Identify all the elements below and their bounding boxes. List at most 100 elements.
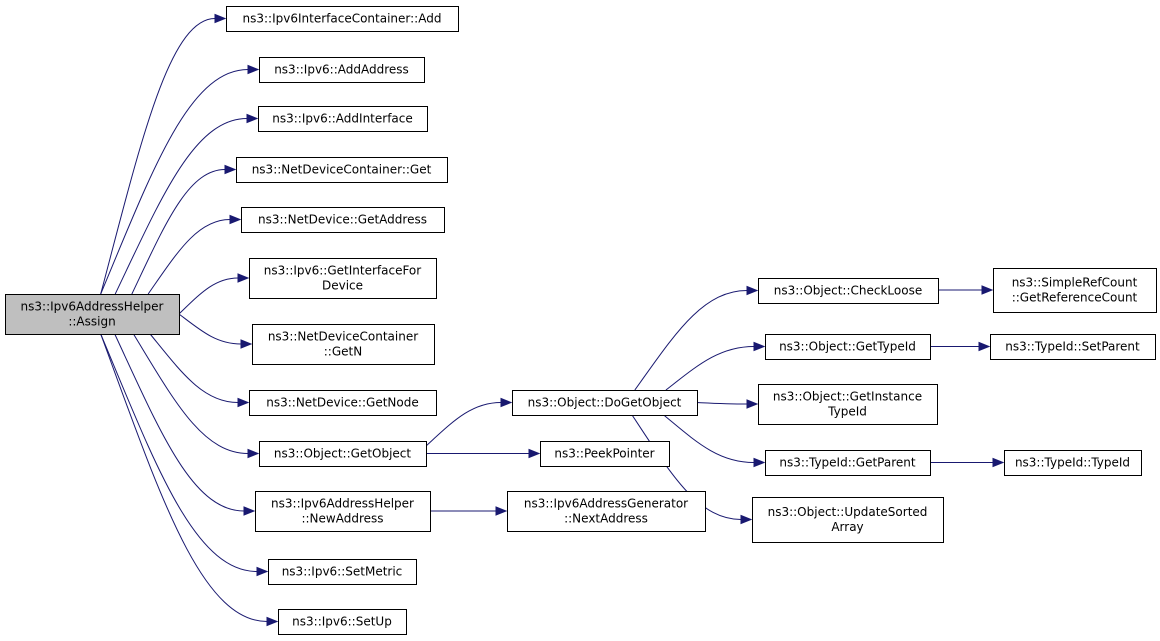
edge-line — [425, 402, 502, 447]
edge-arrowhead — [753, 457, 766, 468]
node-box[interactable] — [758, 384, 938, 425]
node-label: ns3::Object::GetObject — [274, 447, 412, 461]
node-box[interactable] — [765, 334, 931, 360]
node-newaddress[interactable]: ns3::Ipv6AddressHelper::NewAddress — [255, 491, 431, 532]
node-box[interactable] — [5, 294, 180, 335]
edge-line — [178, 313, 242, 345]
edge-line — [178, 277, 239, 315]
edge-assign-to-getobject — [133, 333, 260, 459]
node-label: ns3::Ipv6::SetUp — [292, 615, 392, 629]
node-box[interactable] — [259, 57, 425, 83]
node-label: Array — [831, 520, 863, 534]
edge-assign-to-ic_add — [100, 13, 227, 295]
node-label: Device — [322, 279, 363, 293]
node-label: ns3::Ipv6AddressHelper — [21, 300, 164, 314]
edge-getobject-to-dogetobject — [425, 397, 513, 447]
edge-line — [149, 333, 239, 403]
node-getobject[interactable]: ns3::Object::GetObject — [259, 441, 427, 467]
node-label: ns3::Ipv6AddressHelper — [271, 497, 414, 511]
edge-line — [114, 333, 245, 512]
node-label: ns3::TypeId::GetParent — [779, 456, 915, 470]
node-box[interactable] — [752, 497, 944, 543]
node-nextaddress[interactable]: ns3::Ipv6AddressGenerator::NextAddress — [507, 491, 706, 532]
node-box[interactable] — [249, 390, 437, 416]
node-label: ::NewAddress — [301, 512, 383, 526]
node-box[interactable] — [278, 609, 407, 635]
edge-line — [147, 219, 231, 295]
edge-arrowhead — [981, 285, 994, 295]
node-box[interactable] — [259, 441, 427, 467]
node-box[interactable] — [993, 268, 1157, 313]
edge-dogetobject-to-gettypeid — [665, 341, 766, 391]
node-box[interactable] — [1004, 450, 1142, 476]
edge-arrowhead — [247, 448, 260, 459]
node-box[interactable] — [258, 106, 428, 132]
edge-arrowhead — [978, 341, 991, 352]
node-setmetric[interactable]: ns3::Ipv6::SetMetric — [268, 559, 417, 585]
node-box[interactable] — [990, 334, 1156, 360]
node-box[interactable] — [268, 559, 417, 585]
node-peekpointer[interactable]: ns3::PeekPointer — [540, 441, 670, 467]
node-getrefcount[interactable]: ns3::SimpleRefCount::GetReferenceCount — [993, 268, 1157, 313]
node-typeid_ctor[interactable]: ns3::TypeId::TypeId — [1004, 450, 1142, 476]
node-ndc_get[interactable]: ns3::NetDeviceContainer::Get — [236, 157, 448, 183]
node-box[interactable] — [249, 258, 437, 299]
edge-gettypeid-to-setparent — [929, 341, 991, 352]
node-assign[interactable]: ns3::Ipv6AddressHelper::Assign — [5, 294, 180, 335]
edge-arrowhead — [528, 448, 541, 459]
node-getaddress[interactable]: ns3::NetDevice::GetAddress — [241, 207, 445, 233]
edge-dogetobject-to-updatesorted — [631, 414, 753, 525]
edge-getparent-to-typeid_ctor — [929, 457, 1005, 468]
node-box[interactable] — [226, 6, 459, 32]
node-label: ns3::PeekPointer — [554, 447, 654, 461]
edge-dogetobject-to-getinstancetypeid — [696, 399, 759, 409]
node-label: ::GetN — [324, 345, 362, 359]
edge-arrowhead — [746, 285, 759, 296]
edge-line — [696, 402, 748, 405]
node-dogetobject[interactable]: ns3::Object::DoGetObject — [512, 390, 698, 416]
nodes-layer: ns3::Ipv6AddressHelper::Assign ns3::Ipv6I… — [5, 6, 1157, 635]
edge-arrowhead — [240, 339, 253, 349]
edge-line — [133, 333, 249, 454]
node-label: ns3::Ipv6::SetMetric — [282, 565, 403, 579]
node-box[interactable] — [241, 207, 445, 233]
edge-arrowhead — [740, 514, 753, 525]
edge-assign-to-setup — [100, 333, 279, 627]
node-box[interactable] — [765, 450, 931, 476]
node-box[interactable] — [255, 491, 431, 532]
edge-line — [663, 414, 755, 463]
node-gettypeid[interactable]: ns3::Object::GetTypeId — [765, 334, 931, 360]
node-box[interactable] — [540, 441, 670, 467]
node-getnode[interactable]: ns3::NetDevice::GetNode — [249, 390, 437, 416]
node-label: ns3::Object::UpdateSorted — [768, 505, 928, 519]
edge-assign-to-addaddress — [100, 64, 260, 295]
node-checkloose[interactable]: ns3::Object::CheckLoose — [758, 278, 939, 304]
node-box[interactable] — [236, 157, 448, 183]
node-ndc_getn[interactable]: ns3::NetDeviceContainer::GetN — [252, 324, 435, 365]
node-addinterface[interactable]: ns3::Ipv6::AddInterface — [258, 106, 428, 132]
node-box[interactable] — [507, 491, 706, 532]
node-box[interactable] — [512, 390, 698, 416]
edge-dogetobject-to-checkloose — [634, 285, 759, 391]
node-box[interactable] — [252, 324, 435, 365]
node-addaddress[interactable]: ns3::Ipv6::AddAddress — [259, 57, 425, 83]
node-setparent[interactable]: ns3::TypeId::SetParent — [990, 334, 1156, 360]
edge-checkloose-to-getrefcount — [938, 285, 994, 295]
node-label: ns3::NetDeviceContainer::Get — [252, 163, 432, 177]
node-getparent[interactable]: ns3::TypeId::GetParent — [765, 450, 931, 476]
node-label: ns3::Ipv6::AddInterface — [272, 112, 413, 126]
node-label: ns3::TypeId::TypeId — [1015, 456, 1130, 470]
node-ic_add[interactable]: ns3::Ipv6InterfaceContainer::Add — [226, 6, 459, 32]
node-label: ns3::Ipv6AddressGenerator — [524, 497, 688, 511]
edge-arrowhead — [753, 341, 766, 352]
node-setup[interactable]: ns3::Ipv6::SetUp — [278, 609, 407, 635]
edge-line — [100, 69, 249, 295]
edge-arrowhead — [243, 506, 256, 516]
node-box[interactable] — [758, 278, 939, 304]
edge-getobject-to-peekpointer — [425, 448, 541, 459]
edge-arrowhead — [224, 164, 237, 175]
edge-arrowhead — [247, 64, 260, 75]
